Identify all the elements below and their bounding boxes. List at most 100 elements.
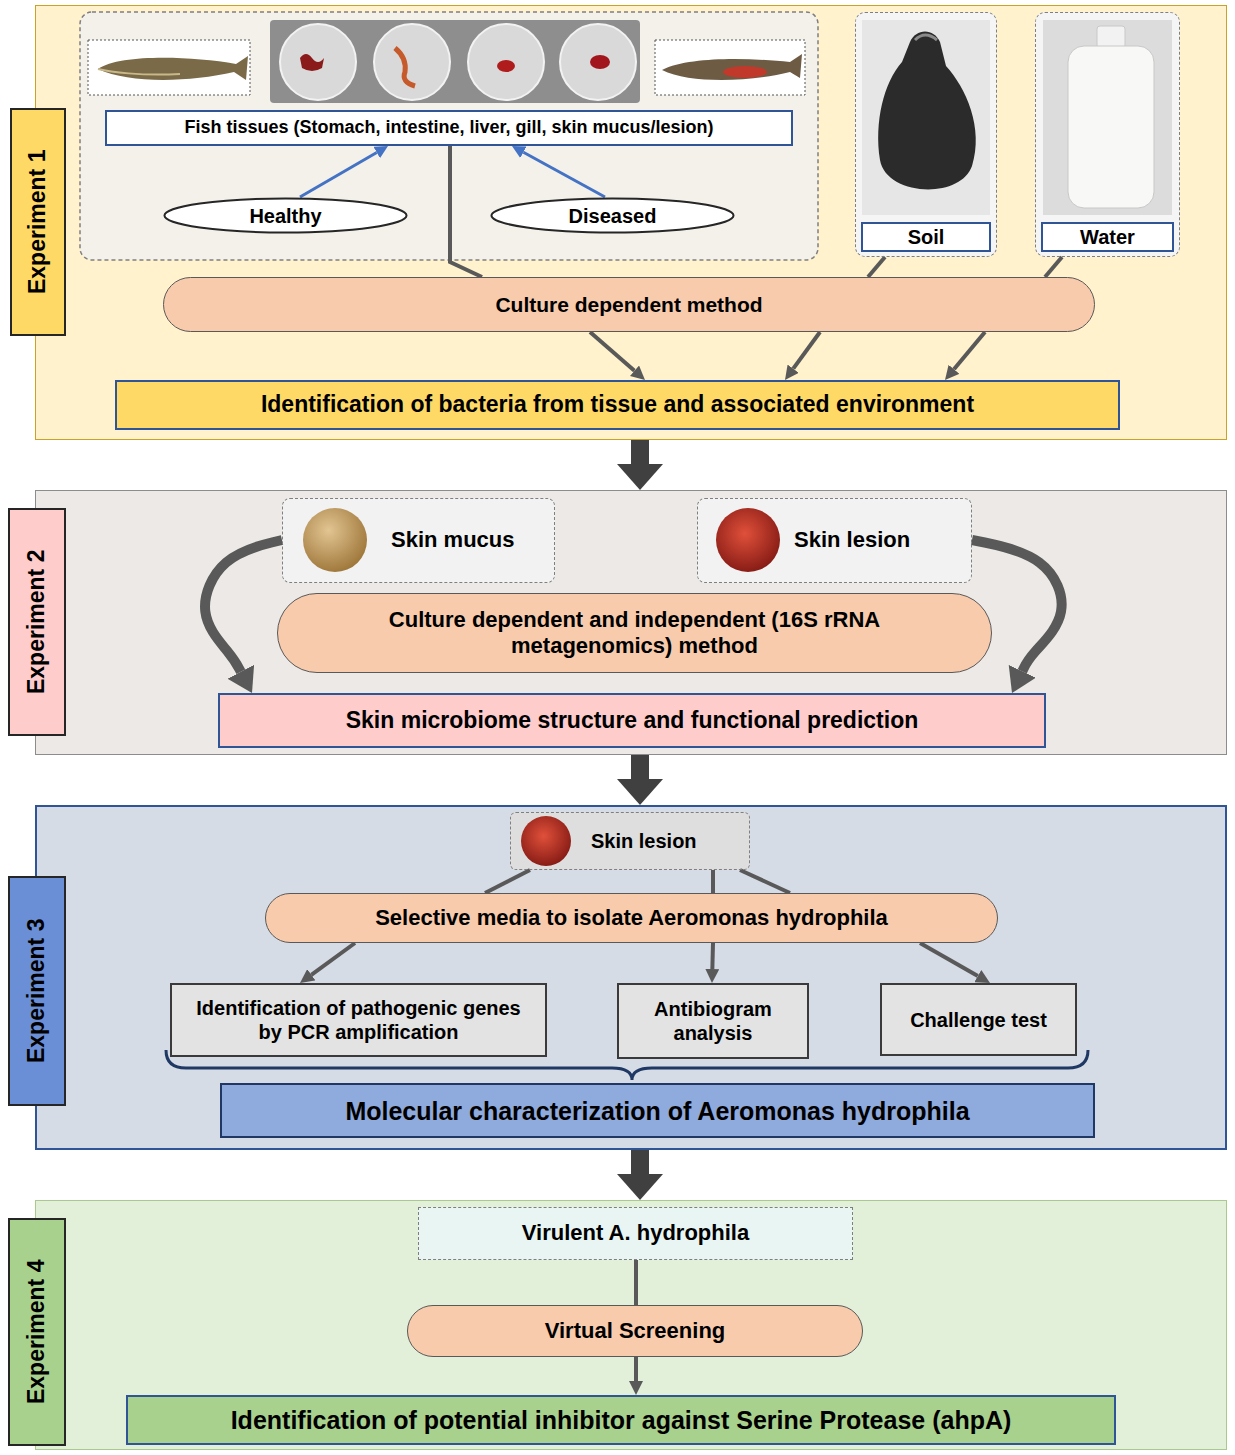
node-label: Skin lesion	[591, 829, 697, 853]
bottle-cap	[1097, 26, 1125, 48]
state-ellipse: Healthy	[163, 197, 408, 234]
photo-ground	[282, 498, 555, 583]
node-label: Molecular characterization of Aeromonas …	[345, 1096, 969, 1126]
fish-picture	[98, 56, 248, 80]
connector-arrow	[523, 152, 605, 197]
photo-ground	[510, 812, 750, 870]
experiment-tag: Experiment 4	[8, 1218, 66, 1446]
tissue-box: Fish tissues (Stomach, intestine, liver,…	[105, 110, 793, 146]
connector-arrow	[972, 540, 1062, 671]
connector-arrow	[631, 1150, 649, 1174]
tissue-sample	[590, 55, 610, 69]
analysis-box: Challenge test	[880, 983, 1077, 1056]
experiment-label: Experiment 2	[23, 550, 51, 694]
node-label: Culture dependent and independent (16S r…	[355, 607, 915, 660]
result-box: Identification of potential inhibitor ag…	[126, 1395, 1116, 1445]
skin-photo	[303, 508, 367, 572]
node-label: Skin mucus	[391, 527, 514, 553]
node-label: Fish tissues (Stomach, intestine, liver,…	[184, 117, 713, 139]
connector-arrow	[485, 870, 530, 893]
soil-photo	[862, 20, 990, 215]
sample-frame: Soil	[855, 12, 997, 257]
petri-dish	[560, 24, 636, 100]
fish-picture	[98, 69, 180, 75]
water-photo	[1043, 20, 1172, 215]
analysis-box: Antibiogram analysis	[617, 983, 809, 1059]
experiment-panel: Experiment 2Skin mucusSkin lesionCulture…	[35, 490, 1227, 755]
method-pill: Culture dependent and independent (16S r…	[277, 593, 992, 673]
node-label: Soil	[861, 222, 991, 252]
connector-arrow	[711, 870, 715, 893]
tissue-sample	[300, 54, 324, 71]
experiment-tag: Experiment 1	[10, 108, 66, 336]
connector-arrow	[920, 943, 978, 976]
curly-brace	[166, 1050, 1088, 1080]
sample-frame: Water	[1035, 12, 1180, 257]
connector-arrow	[631, 440, 649, 464]
result-box: Identification of bacteria from tissue a…	[115, 380, 1120, 430]
method-pill: Virtual Screening	[407, 1305, 863, 1357]
petri-dish	[468, 24, 544, 100]
node-label: Identification of potential inhibitor ag…	[231, 1405, 1012, 1435]
connector-arrow	[634, 1357, 638, 1381]
node-label: Skin lesion	[794, 527, 910, 553]
experiment-label: Experiment 4	[23, 1260, 51, 1404]
photo-frame	[655, 40, 805, 95]
petri-dish	[374, 24, 450, 100]
connector-arrow	[205, 540, 282, 672]
node-label: Identification of bacteria from tissue a…	[261, 391, 974, 419]
node-label: Challenge test	[910, 1008, 1047, 1032]
lesion-photo	[716, 508, 780, 572]
tissue-sample	[497, 60, 515, 72]
ellipse-shape	[164, 198, 406, 232]
experiment-tag: Experiment 3	[8, 876, 66, 1106]
node-label: Selective media to isolate Aeromonas hyd…	[375, 905, 888, 931]
group-frame	[80, 12, 818, 260]
lesion-mark	[723, 66, 767, 78]
node-label: Culture dependent method	[495, 292, 762, 317]
sample-frame: Skin mucus	[282, 498, 555, 583]
connector-arrow	[300, 153, 377, 197]
experiment-label: Experiment 3	[23, 919, 51, 1063]
experiment-panel: Experiment 3Skin lesionSelective media t…	[35, 805, 1227, 1150]
lesion-photo	[521, 816, 571, 866]
experiment-label: Experiment 1	[24, 150, 52, 294]
node-label: Diseased	[569, 204, 657, 228]
soil-bag	[878, 32, 976, 190]
connector-arrow	[954, 332, 985, 369]
analysis-box: Identification of pathogenic genes by PC…	[170, 983, 547, 1057]
petri-dish	[280, 24, 356, 100]
node-label: Water	[1041, 222, 1174, 252]
sample-frame: Skin lesion	[697, 498, 972, 583]
connector-arrow	[710, 943, 715, 969]
water-bottle	[1068, 46, 1154, 208]
node-label: Identification of pathogenic genes by PC…	[186, 996, 531, 1044]
experiment-tag: Experiment 2	[8, 508, 66, 736]
connector-arrow	[311, 943, 355, 975]
connector-arrow	[740, 870, 790, 893]
petri-photo	[270, 20, 640, 103]
node-label: Virtual Screening	[545, 1318, 726, 1344]
connector-arrow	[868, 257, 885, 277]
sample-frame: Skin lesion	[510, 812, 750, 870]
connector-arrow	[1045, 257, 1062, 277]
node-label: Skin microbiome structure and functional…	[346, 707, 919, 735]
state-ellipse: Diseased	[490, 197, 735, 234]
photo-ground	[855, 12, 997, 257]
experiment-panel: Experiment 4Virulent A. hydrophilaVirtua…	[35, 1200, 1227, 1450]
result-box: Molecular characterization of Aeromonas …	[220, 1083, 1095, 1138]
connector-arrow	[631, 755, 649, 779]
node-label: Healthy	[249, 204, 321, 228]
fish-picture	[662, 54, 802, 80]
strain-box: Virulent A. hydrophila	[418, 1207, 853, 1260]
connector-arrow	[450, 146, 482, 277]
connector-arrow	[634, 1260, 638, 1305]
photo-frame	[88, 40, 250, 95]
photo-ground	[1035, 12, 1180, 257]
connector-arrow	[793, 332, 820, 369]
connector-arrow	[590, 332, 634, 371]
result-box: Skin microbiome structure and functional…	[218, 693, 1046, 748]
node-label: Antibiogram analysis	[633, 997, 793, 1045]
photo-ground	[697, 498, 972, 583]
